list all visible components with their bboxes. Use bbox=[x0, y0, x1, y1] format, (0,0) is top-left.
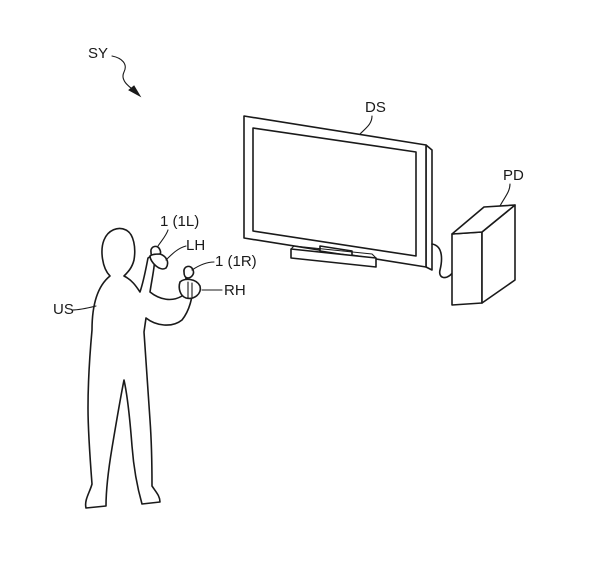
display-bezel bbox=[243, 115, 427, 268]
processing-device: PD bbox=[451, 167, 524, 306]
label-user: US bbox=[53, 301, 74, 318]
display-device: DS bbox=[243, 99, 456, 279]
label-display: DS bbox=[365, 99, 386, 116]
system-arrowhead bbox=[128, 85, 142, 98]
pd-leader-line bbox=[499, 183, 511, 207]
system-reference: SY bbox=[88, 45, 142, 98]
label-right-controller: 1 (1R) bbox=[215, 253, 257, 270]
label-left-controller: 1 (1L) bbox=[160, 213, 199, 230]
left-controller-leader-line bbox=[157, 229, 169, 247]
display-leader-line bbox=[359, 115, 373, 135]
label-left-hand: LH bbox=[186, 237, 205, 254]
right-controller bbox=[183, 265, 195, 279]
display-stand-base bbox=[290, 248, 377, 268]
label-right-hand: RH bbox=[224, 282, 246, 299]
right-controller-leader-line bbox=[191, 261, 215, 271]
pd-front bbox=[451, 231, 483, 306]
display-side bbox=[425, 144, 433, 271]
system-leader-line bbox=[111, 55, 137, 93]
right-hand bbox=[178, 278, 202, 300]
user-leader-line bbox=[71, 305, 97, 311]
display-cable bbox=[431, 243, 456, 279]
left-hand bbox=[149, 253, 169, 270]
left-hand-leader-line bbox=[165, 245, 187, 261]
label-processing-device: PD bbox=[503, 167, 524, 184]
user-body-outline bbox=[84, 227, 195, 509]
display-screen bbox=[252, 127, 417, 257]
user-figure: 1 (1L) LH 1 (1R) RH US bbox=[53, 213, 257, 509]
label-system: SY bbox=[88, 45, 108, 62]
pd-top bbox=[451, 204, 516, 235]
